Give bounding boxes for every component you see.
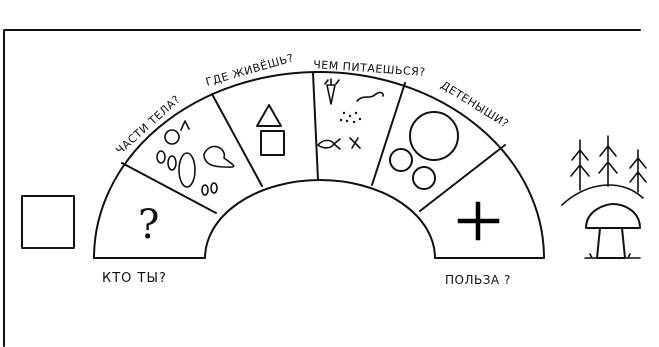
divider-3 — [313, 73, 318, 180]
house-icon — [257, 105, 284, 155]
tree-icon — [571, 140, 589, 190]
label-who-are-you: КТО ТЫ? — [102, 271, 167, 286]
tree-icon — [599, 136, 617, 186]
cross-mark — [350, 138, 360, 148]
divider-2 — [212, 94, 262, 186]
label-body-parts: ЧАСТИ ТЕЛА? — [113, 93, 183, 158]
divider-4 — [372, 83, 405, 185]
empty-square-icon — [22, 196, 74, 248]
arc-inner — [205, 180, 435, 258]
circles-icon — [390, 112, 458, 189]
label-where-live: ГДЕ ЖИВЁШЬ? — [204, 51, 295, 89]
divider-5 — [420, 145, 505, 211]
forest-mushroom-icon — [562, 136, 646, 258]
mushroom-icon — [585, 204, 640, 258]
body-parts-icon — [157, 121, 234, 195]
food-icon — [318, 79, 383, 149]
carrot-icon — [325, 79, 339, 104]
worm-icon — [357, 93, 383, 101]
tree-icon — [630, 150, 646, 192]
label-benefit: ПОЛЬЗА ? — [445, 273, 511, 287]
plus-icon — [460, 204, 497, 238]
seeds-icon — [340, 112, 361, 123]
hill-line — [562, 185, 643, 205]
fish-icon — [318, 139, 340, 149]
question-mark-symbol: ? — [138, 202, 160, 248]
frame-border — [4, 30, 640, 346]
